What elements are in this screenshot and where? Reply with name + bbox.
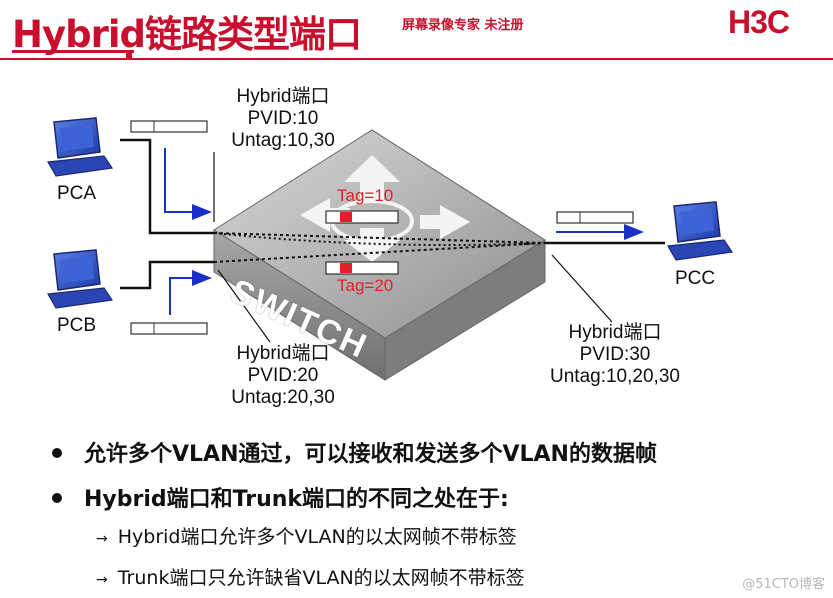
port-top-type: Hybrid端口	[236, 86, 330, 107]
frames	[130, 120, 634, 335]
pca-label: PCA	[57, 183, 97, 204]
pcc-label: PCC	[675, 268, 716, 289]
port-label-top: Hybrid端口 PVID:10 Untag:10,30	[218, 86, 348, 152]
subpoint-1: → Hybrid端口允许多个VLAN的以太网帧不带标签	[96, 522, 517, 549]
tag20-frame	[325, 261, 399, 275]
port-bottom-untag: Untag:20,30	[231, 387, 335, 408]
port-right-untag: Untag:10,20,30	[550, 366, 680, 387]
port-bottom-type: Hybrid端口	[236, 343, 330, 364]
recorder-watermark: 屏幕录像专家 未注册	[402, 18, 524, 33]
port-label-bottom: Hybrid端口 PVID:20 Untag:20,30	[218, 343, 348, 409]
bullet-item-1: 允许多个VLAN通过，可以接收和发送多个VLAN的数据帧	[52, 436, 657, 468]
tag10-label: Tag=10	[337, 186, 394, 205]
site-watermark: @51CTO博客	[742, 577, 825, 592]
port-right-pvid: PVID:30	[579, 344, 651, 365]
tag20-label: Tag=20	[337, 276, 394, 295]
header-divider	[0, 58, 833, 60]
bullet-icon	[52, 448, 62, 458]
port-label-right: Hybrid端口 PVID:30 Untag:10,20,30	[540, 322, 690, 388]
h3c-logo: H3C	[728, 4, 790, 40]
bullet-text: 允许多个VLAN通过，可以接收和发送多个VLAN的数据帧	[84, 442, 657, 467]
title-marker	[126, 52, 132, 58]
subpoint-text: Trunk端口只允许缺省VLAN的以太网帧不带标签	[117, 567, 525, 589]
page-title: Hybrid链路类型端口	[12, 13, 362, 56]
flow-arrows	[164, 148, 644, 315]
subpoint-text: Hybrid端口允许多个VLAN的以太网帧不带标签	[117, 526, 517, 548]
arrow-right-icon: →	[96, 531, 108, 547]
arrow-right-icon: →	[96, 572, 108, 588]
switch-device	[213, 129, 546, 381]
port-right-type: Hybrid端口	[568, 322, 662, 343]
pc-c-icon	[667, 201, 734, 261]
bullet-item-2: Hybrid端口和Trunk端口的不同之处在于:	[52, 481, 509, 513]
pc-b-icon	[47, 249, 114, 309]
port-top-untag: Untag:10,30	[231, 130, 335, 151]
port-top-pvid: PVID:10	[247, 108, 319, 129]
bullet-icon	[52, 493, 62, 503]
bullet-text: Hybrid端口和Trunk端口的不同之处在于:	[84, 487, 509, 512]
subpoint-2: → Trunk端口只允许缺省VLAN的以太网帧不带标签	[96, 563, 525, 590]
tag10-frame	[325, 210, 399, 224]
title-underline	[12, 50, 134, 53]
port-bottom-pvid: PVID:20	[247, 365, 319, 386]
pcb-label: PCB	[57, 315, 97, 336]
pc-a-icon	[47, 117, 114, 177]
port-pointers	[213, 152, 613, 343]
links	[120, 138, 665, 290]
